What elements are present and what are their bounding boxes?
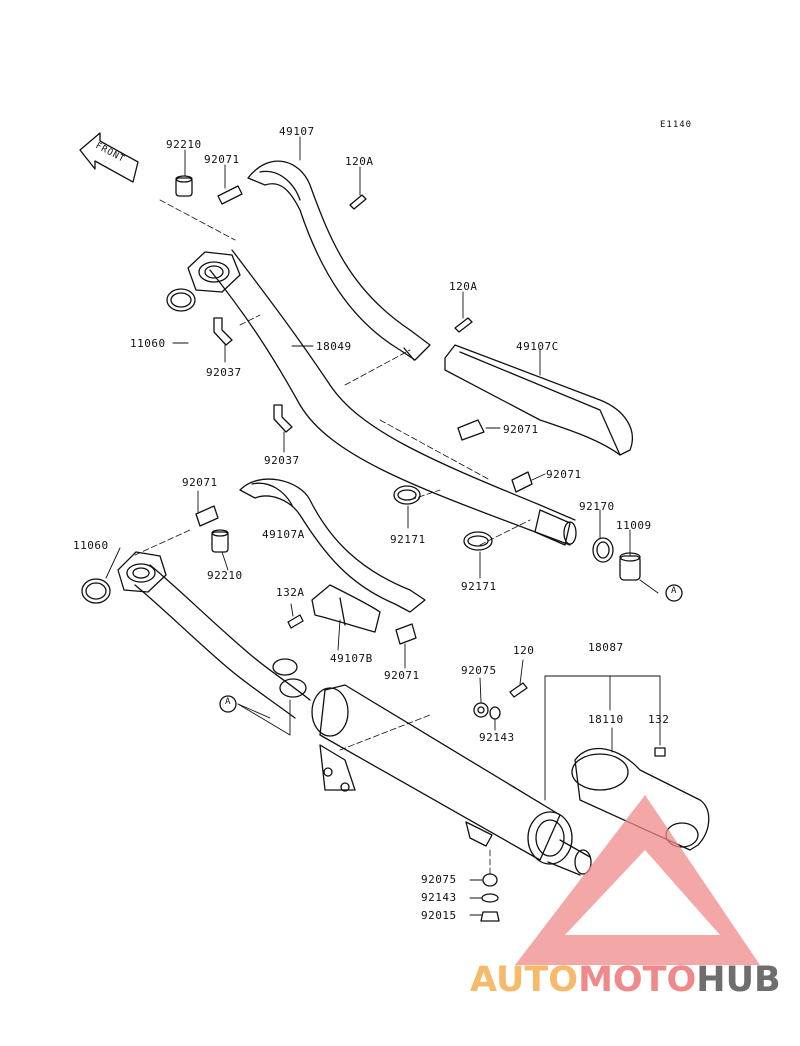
- muffler-18087: [311, 684, 592, 876]
- heat-guard-49107: [247, 160, 431, 361]
- bolt-120A-upper: [349, 194, 367, 210]
- label-18110: 18110: [588, 713, 624, 726]
- bolt-120A-lower: [454, 317, 473, 333]
- label-132: 132: [648, 713, 670, 726]
- label-92071-left: 92071: [182, 476, 218, 489]
- label-92071-mid: 92071: [503, 423, 539, 436]
- label-120: 120: [513, 644, 535, 657]
- ref-code: E1140: [660, 120, 693, 130]
- label-120A-2: 120A: [449, 280, 478, 293]
- clamp-92037-1: [213, 317, 233, 346]
- gasket-11060-left: [81, 578, 111, 604]
- view-marker-a-left-label: A: [225, 697, 232, 707]
- pipe-clamp-junction: [272, 658, 307, 698]
- view-marker-a-right: [665, 584, 683, 602]
- label-11009: 11009: [616, 519, 652, 532]
- label-18087: 18087: [588, 641, 624, 654]
- brand-part-auto: AUTO: [470, 960, 579, 1000]
- leader-lines: [105, 136, 661, 916]
- clamp-92037-2: [273, 404, 293, 433]
- grommet-92075-upper: [473, 702, 489, 718]
- label-92170: 92170: [579, 500, 615, 513]
- front-arrow-icon: [79, 132, 139, 183]
- watermark-brand-text: AUTOMOTOHUB: [470, 960, 781, 1000]
- pad-92071-b: [395, 623, 417, 645]
- pad-92071-top: [217, 185, 243, 205]
- watermark-logo-icon: [515, 795, 760, 965]
- label-120A-1: 120A: [345, 155, 374, 168]
- brand-part-moto: MOTO: [578, 960, 697, 1000]
- sleeve-11009: [619, 552, 641, 581]
- label-92075-2: 92075: [421, 873, 457, 886]
- label-92071-right: 92071: [546, 468, 582, 481]
- grommet-92075-lower: [482, 873, 498, 887]
- pad-92071-mid: [457, 419, 485, 441]
- label-132A: 132A: [276, 586, 305, 599]
- clamp-92171-1: [393, 485, 421, 505]
- label-92037-1: 92037: [206, 366, 242, 379]
- collar-92210-top: [175, 175, 193, 197]
- pad-92071-right: [511, 471, 533, 493]
- label-49107C: 49107C: [516, 340, 559, 353]
- view-marker-a-left: [219, 695, 237, 713]
- label-49107: 49107: [279, 125, 315, 138]
- label-92171-1: 92171: [390, 533, 426, 546]
- collar-92210-left: [211, 529, 229, 553]
- label-92143-2: 92143: [421, 891, 457, 904]
- label-92210-top: 92210: [166, 138, 202, 151]
- label-92143-1: 92143: [479, 731, 515, 744]
- label-11060-top: 11060: [130, 337, 166, 350]
- heat-guard-49107C: [444, 344, 633, 456]
- washer-92143-upper: [489, 706, 501, 720]
- label-92171-2: 92171: [461, 580, 497, 593]
- exhaust-pipe-lower: [117, 551, 311, 719]
- bolt-132A: [287, 614, 304, 629]
- heat-guard-49107B: [311, 584, 381, 633]
- screw-132: [654, 747, 666, 757]
- bolt-120: [509, 682, 528, 698]
- view-marker-a-right-label: A: [671, 586, 678, 596]
- assembly-lines: [134, 199, 531, 876]
- clamp-92170: [592, 537, 614, 563]
- heat-guard-49107A: [239, 478, 426, 613]
- label-92210-left: 92210: [207, 569, 243, 582]
- label-92071-top: 92071: [204, 153, 240, 166]
- label-18049: 18049: [316, 340, 352, 353]
- label-11060-left: 11060: [73, 539, 109, 552]
- pad-92071-left: [195, 505, 219, 527]
- label-92037-2: 92037: [264, 454, 300, 467]
- exhaust-pipe-18049: [187, 249, 577, 546]
- label-92015: 92015: [421, 909, 457, 922]
- label-92075-1: 92075: [461, 664, 497, 677]
- nut-92015: [480, 911, 500, 922]
- brand-part-hub: HUB: [696, 960, 781, 1000]
- label-49107B: 49107B: [330, 652, 373, 665]
- washer-92143-lower: [481, 893, 499, 903]
- label-49107A: 49107A: [262, 528, 305, 541]
- label-92071-b: 92071: [384, 669, 420, 682]
- gasket-11060-top: [166, 288, 196, 312]
